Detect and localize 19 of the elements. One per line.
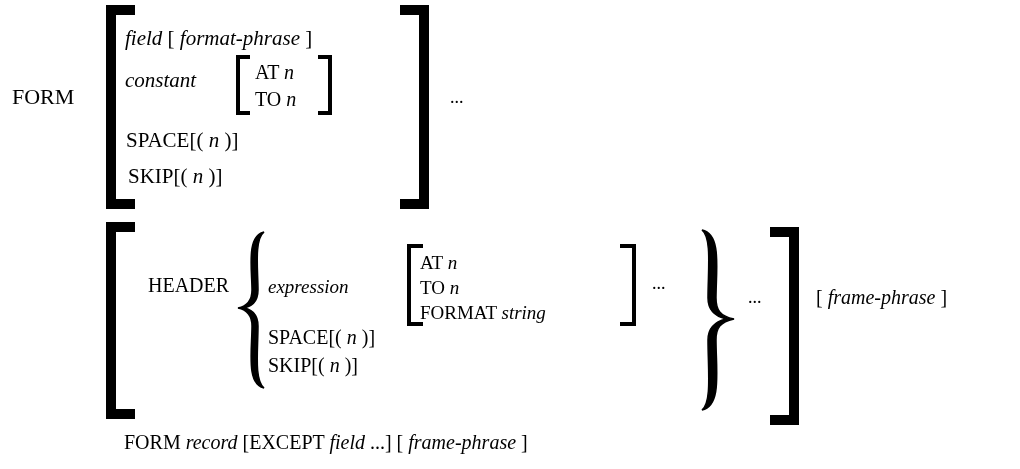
syntax-term: AT n <box>255 62 295 82</box>
syntax-term: HEADER <box>148 275 230 295</box>
syntax-term: SKIP[( n )] <box>268 355 358 375</box>
syntax-term: ... <box>450 88 464 106</box>
syntax-term: FORM <box>12 86 75 108</box>
syntax-term: SPACE[( n )] <box>126 129 239 151</box>
syntax-term: FORMAT string <box>420 302 546 322</box>
syntax-term: field [ format-phrase ] <box>125 27 313 49</box>
syntax-term: expression <box>268 276 349 296</box>
syntax-term: FORM record [EXCEPT field ...] [ frame-phrase ] <box>124 432 528 452</box>
syntax-term: TO n <box>255 89 297 109</box>
syntax-term: SPACE[( n )] <box>268 327 376 347</box>
syntax-term: SKIP[( n )] <box>128 165 223 187</box>
syntax-term: AT n <box>420 252 458 272</box>
syntax-term: [ frame-phrase ] <box>816 287 948 307</box>
syntax-term: constant <box>125 69 197 91</box>
syntax-term: ... <box>748 288 762 306</box>
syntax-term: ... <box>652 274 666 292</box>
syntax-term: TO n <box>420 277 460 297</box>
